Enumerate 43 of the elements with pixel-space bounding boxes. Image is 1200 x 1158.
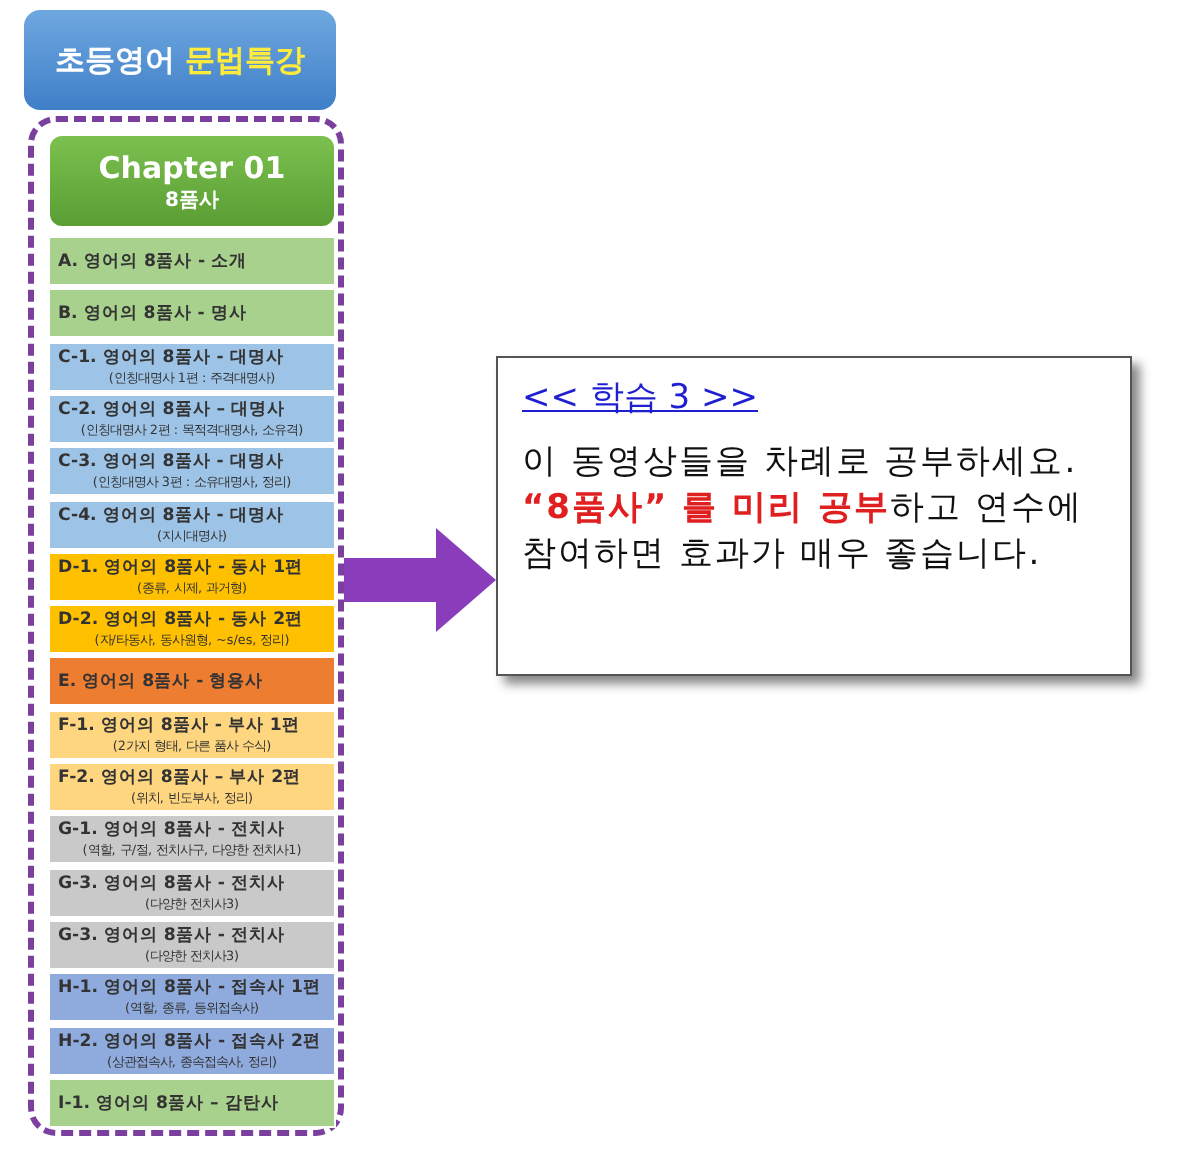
lesson-title: G-1. 영어의 8품사 - 전치사 [58,818,287,842]
lesson-title: C-4. 영어의 8품사 - 대명사 [58,504,286,528]
lesson-title: C-2. 영어의 8품사 – 대명사 [58,398,288,422]
lesson-item [48,920,336,970]
lesson-item [48,288,336,338]
lesson-title: D-2. 영어의 8품사 - 동사 2편 [58,608,306,632]
lesson-title: I-1. 영어의 8품사 – 감탄사 [58,1091,281,1115]
lesson-item [48,552,336,602]
lesson-item [48,814,336,864]
lesson-title: D-1. 영어의 8품사 - 동사 1편 [58,556,306,580]
lesson-item [48,394,336,444]
lesson-item [48,1026,336,1076]
lesson-title: G-3. 영어의 8품사 - 전치사 [58,924,287,948]
lesson-title: H-1. 영어의 8품사 - 접속사 1편 [58,976,323,1000]
lesson-title: C-1. 영어의 8품사 - 대명사 [58,346,286,370]
lesson-item [48,446,336,496]
chapter-title: Chapter 01 [98,149,286,185]
lesson-title: C-3. 영어의 8품사 - 대명사 [58,450,286,474]
lesson-title: A. 영어의 8품사 - 소개 [58,249,250,273]
chapter-subtitle: 8품사 [165,187,219,213]
lesson-item [48,762,336,812]
dashed-frame [28,116,344,1136]
callout-text: 이 동영상들을 차례로 공부하세요. “8품사” 를 미리 공부하고 연수에 참여하면 효과가 매우 좋습니다. [522,440,1085,578]
title-banner: 초등영어 문법특강 [24,10,336,110]
lesson-item [48,868,336,918]
lesson-item [48,972,336,1022]
lesson-title: H-2. 영어의 8품사 - 접속사 2편 [58,1030,323,1054]
lesson-item [48,656,336,706]
lesson-item [48,342,336,392]
lesson-item [48,236,336,286]
lesson-title: F-1. 영어의 8품사 - 부사 1편 [58,714,302,738]
lesson-item [48,604,336,654]
lesson-title: F-2. 영어의 8품사 – 부사 2편 [58,766,304,790]
lesson-item [48,1078,336,1128]
lesson-title: G-3. 영어의 8품사 - 전치사 [58,872,287,896]
callout-box [496,356,1132,676]
lesson-title: B. 영어의 8품사 - 명사 [58,301,249,325]
callout-heading: << 학습 3 >> [522,376,759,420]
block-arrow [344,528,496,632]
chapter-header [50,136,334,226]
lesson-item [48,710,336,760]
lesson-title: E. 영어의 8품사 - 형용사 [58,669,266,693]
lesson-item [48,500,336,550]
